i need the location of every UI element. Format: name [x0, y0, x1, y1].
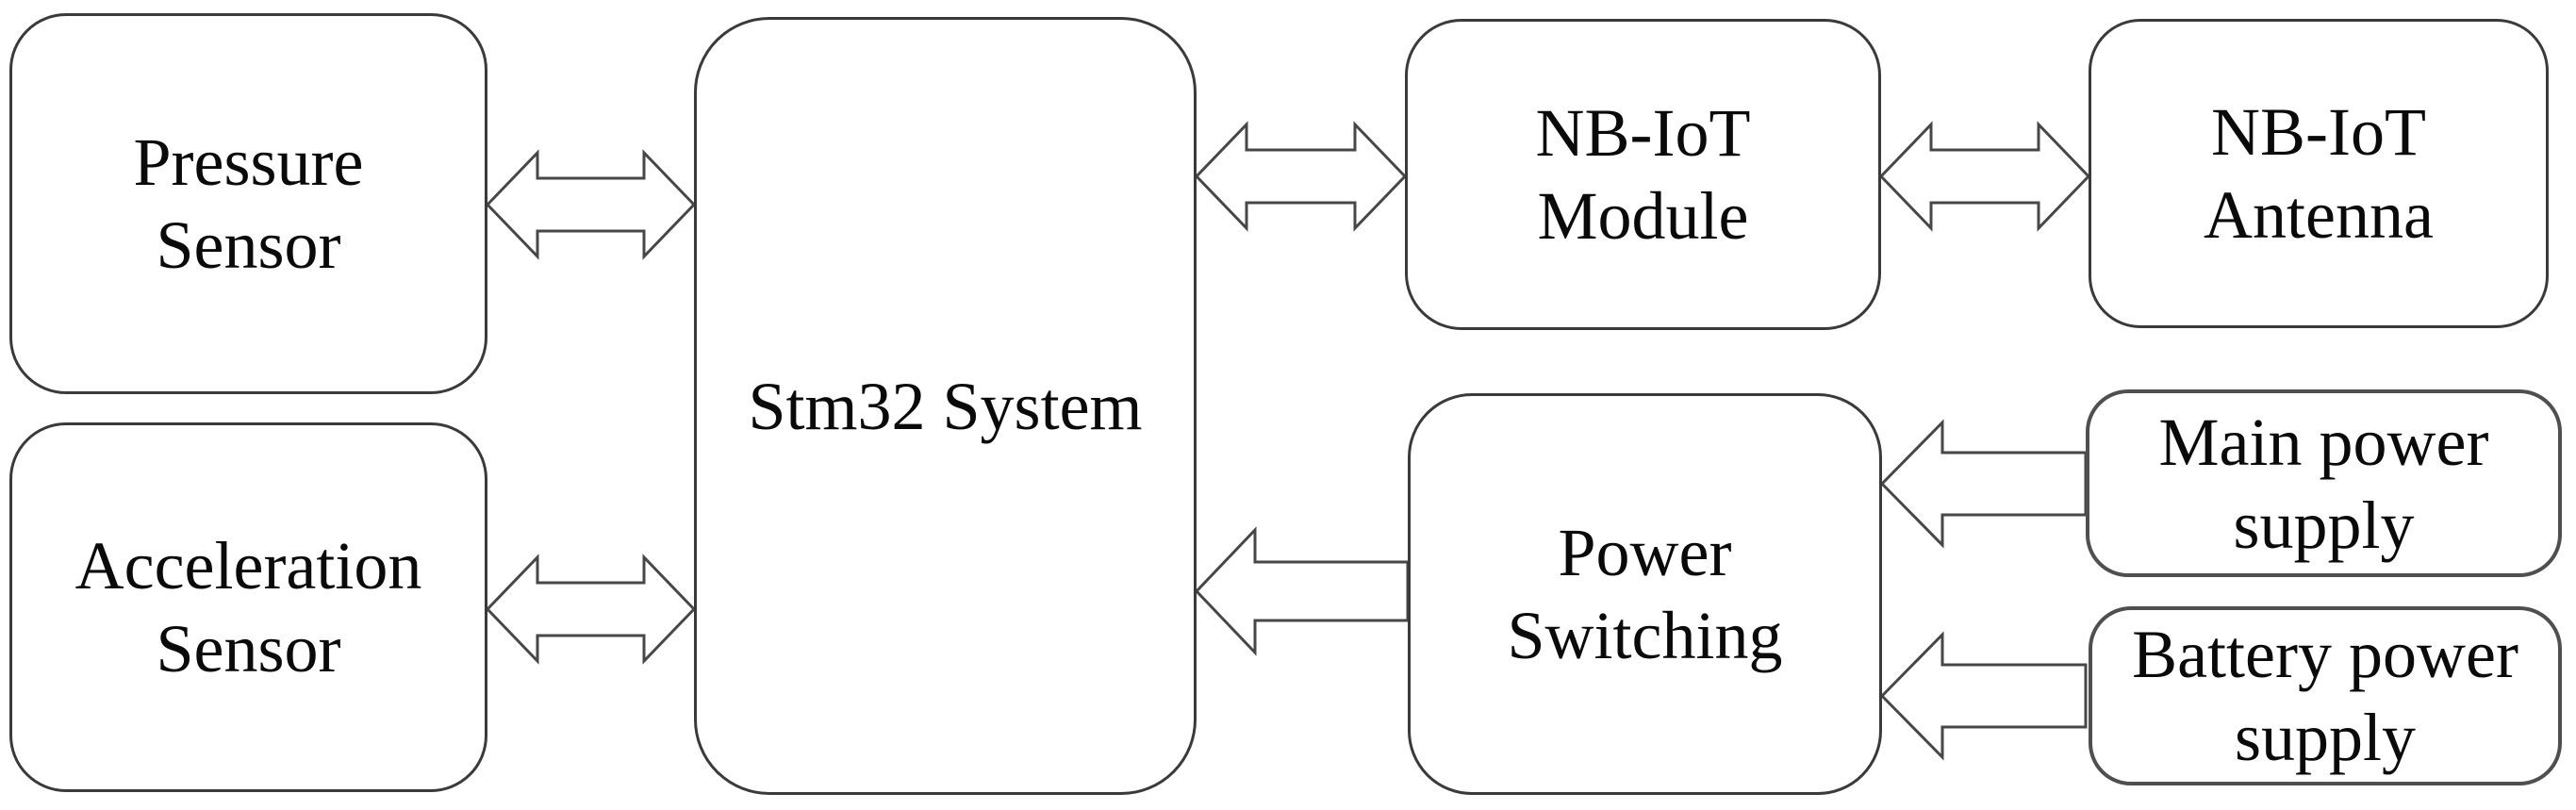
arrow-battery-supply-to-power-switching: [1879, 631, 2088, 761]
node-label-line: Stm32 System: [748, 368, 1143, 444]
node-label-line: NB-IoT: [2211, 94, 2426, 170]
node-main-power-supply: Main power supply: [2086, 389, 2562, 577]
node-label-line: Battery power: [2132, 617, 2518, 692]
node-label-line: Sensor: [156, 207, 341, 283]
node-nbiot-module: NB-IoT Module: [1405, 19, 1881, 330]
node-label-line: NB-IoT: [1535, 95, 1751, 171]
arrow-main-supply-to-power-switching: [1879, 419, 2088, 549]
node-label-line: Switching: [1507, 598, 1783, 673]
node-pressure-sensor: Pressure Sensor: [9, 13, 487, 394]
node-label-line: Acceleration: [74, 528, 422, 603]
node-nbiot-antenna: NB-IoT Antenna: [2089, 19, 2549, 328]
node-label-line: Module: [1537, 178, 1749, 254]
node-label-line: Antenna: [2204, 177, 2434, 253]
node-acceleration-sensor: Acceleration Sensor: [9, 422, 487, 792]
node-label-line: Main power: [2158, 404, 2489, 480]
node-stm32-system: Stm32 System: [694, 17, 1197, 795]
node-label-line: supply: [2233, 487, 2415, 563]
node-power-switching: Power Switching: [1408, 393, 1882, 795]
double-arrow-nbiot-module-antenna: [1878, 121, 2091, 232]
double-arrow-stm32-nbiot-module: [1194, 121, 1408, 232]
arrow-power-switching-to-stm32: [1194, 526, 1410, 656]
double-arrow-acceleration-stm32: [485, 554, 697, 665]
node-label-line: Pressure: [133, 124, 364, 200]
node-label-line: Power: [1558, 515, 1732, 590]
node-label-line: supply: [2234, 700, 2417, 775]
node-battery-power-supply: Battery power supply: [2089, 606, 2562, 785]
node-label-line: Sensor: [156, 611, 341, 686]
double-arrow-pressure-stm32: [485, 149, 697, 260]
